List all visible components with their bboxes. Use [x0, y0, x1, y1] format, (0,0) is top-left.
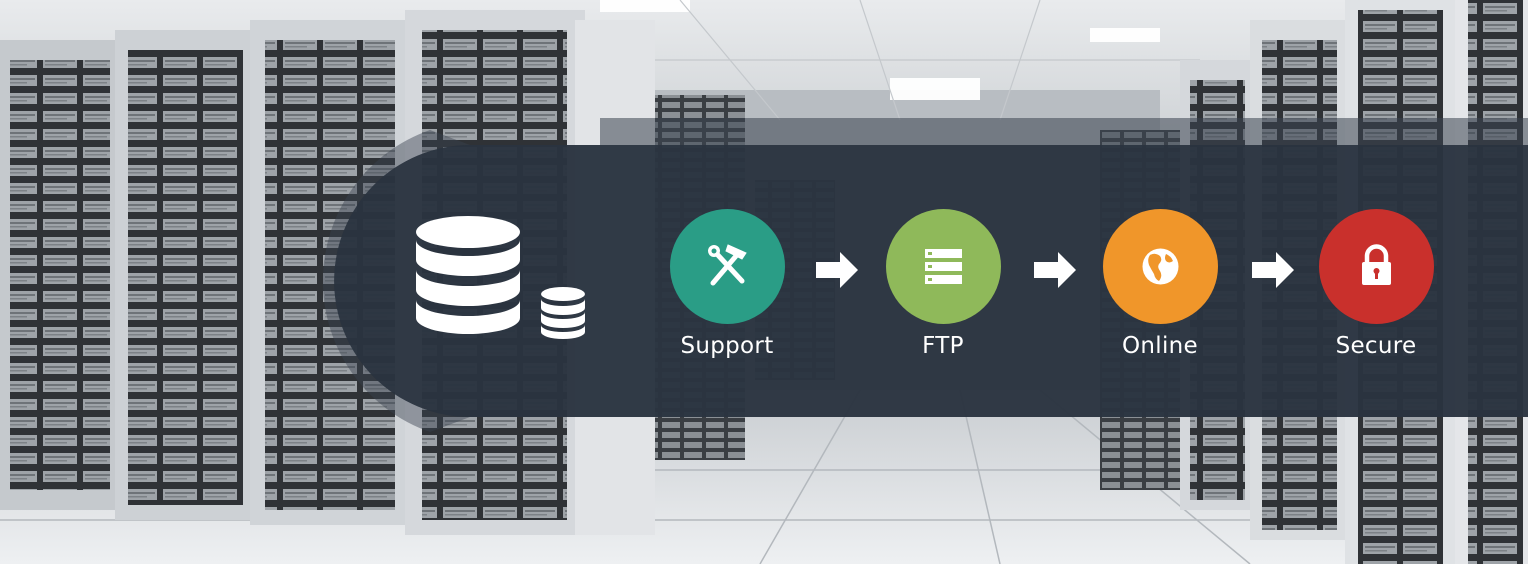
secure-circle: [1319, 209, 1434, 324]
step-label-online: Online: [1122, 333, 1198, 359]
lock-icon: [1362, 244, 1391, 285]
step-support: Support: [652, 209, 802, 369]
step-label-ftp: FTP: [922, 333, 964, 359]
arrow-right-icon: [1252, 252, 1294, 288]
online-circle: [1103, 209, 1218, 324]
step-secure: Secure: [1301, 209, 1451, 369]
step-label-secure: Secure: [1335, 333, 1417, 359]
support-circle: [670, 209, 785, 324]
step-ftp: FTP: [868, 209, 1018, 369]
database-icon: [416, 216, 585, 339]
tools-icon: [708, 244, 747, 286]
ftp-circle: [886, 209, 1001, 324]
arrow-right-icon: [1034, 252, 1076, 288]
globe-icon: [1142, 248, 1179, 285]
server-list-icon: [925, 249, 962, 284]
step-label-support: Support: [680, 333, 774, 359]
arrow-right-icon: [816, 252, 858, 288]
step-online: Online: [1085, 209, 1235, 369]
